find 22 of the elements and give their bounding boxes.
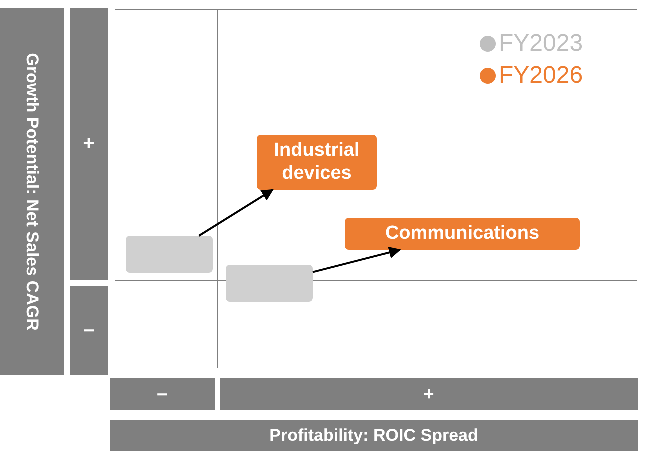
fy2026-position-box [345, 218, 580, 250]
axis-bar [0, 8, 64, 375]
axis-label: + [83, 132, 95, 156]
fy2023-position-box [226, 265, 313, 302]
axis-bar [70, 8, 108, 280]
axis-label: – [83, 319, 95, 342]
fy2026-position-box [257, 135, 377, 190]
axis-title: Growth Potential: Net Sales CAGR [22, 52, 42, 330]
axis-label: + [424, 384, 434, 404]
axis-bar [220, 378, 638, 410]
axis-label: – [156, 382, 168, 406]
segment-label: Communications [385, 222, 540, 246]
legend-label: FY2026 [499, 62, 584, 90]
axis-bar [110, 420, 638, 451]
arrow [312, 246, 402, 274]
arrow [198, 189, 274, 237]
axis-bar [70, 286, 108, 375]
axis-bar [110, 378, 215, 410]
axis-label: Profitability: ROIC Spread [270, 426, 478, 446]
fy2023-position-box [126, 236, 213, 273]
segment-label: Industrial devices [273, 140, 361, 186]
legend-label: FY2023 [499, 30, 584, 58]
